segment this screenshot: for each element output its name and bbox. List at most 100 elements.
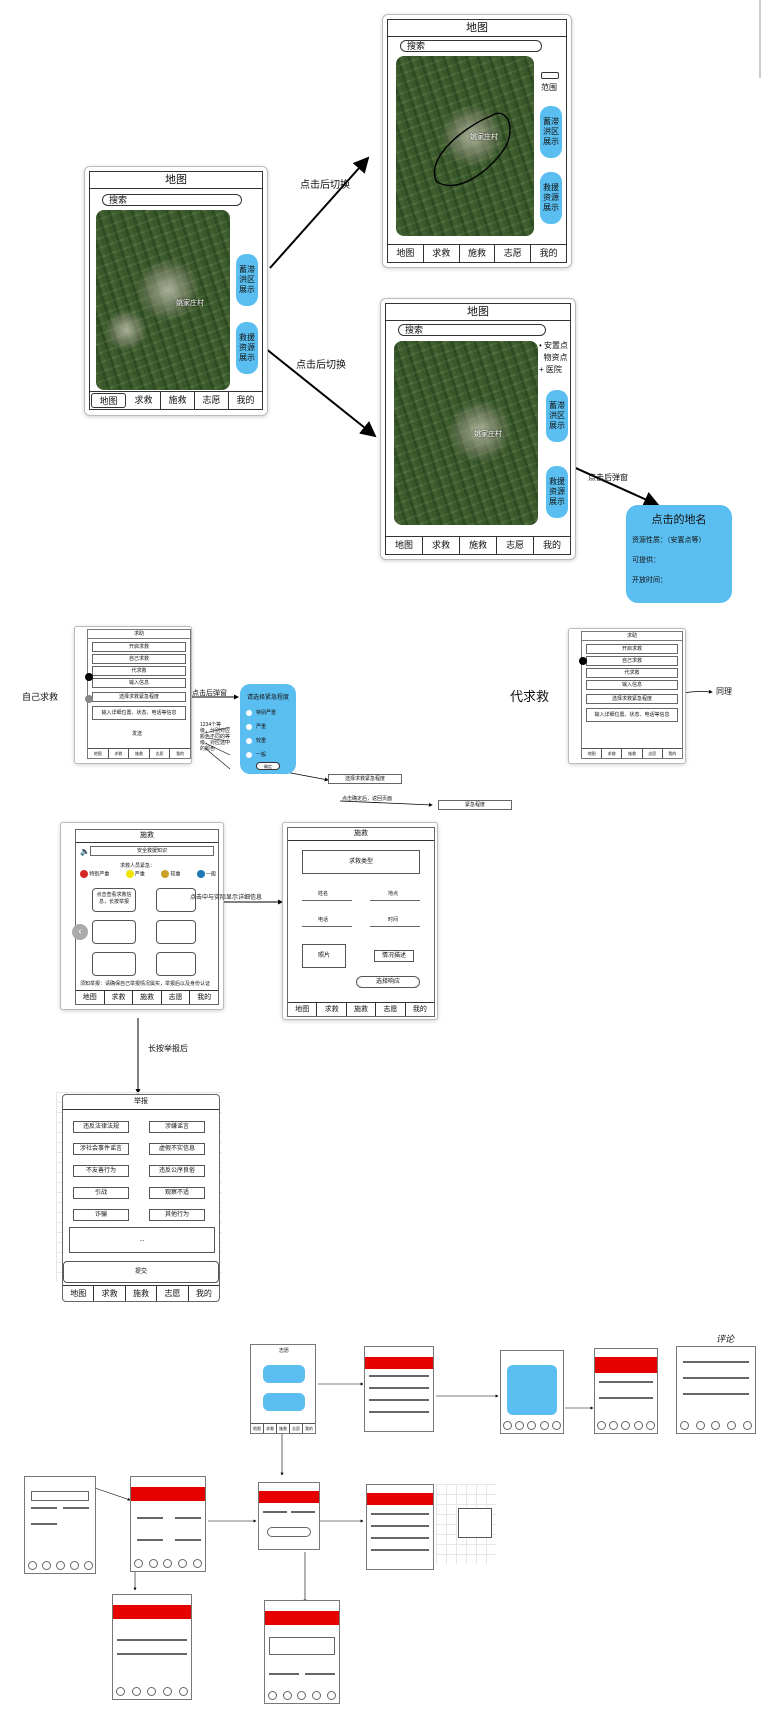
toggle-dot-icon[interactable] [85,673,93,681]
nav-volunteer[interactable]: 志愿 [162,991,191,1004]
safety-tip-bar[interactable]: 安全救援知识 [90,846,214,856]
sos-row-other[interactable]: 代求救 [92,666,186,676]
emergency-level-popup[interactable]: 请选择紧急程度 特别严重 严重 较重 一般 确定 [240,684,296,774]
report-option-flame-war[interactable]: 引战 [73,1187,129,1199]
submit-button[interactable]: 提交 [63,1261,219,1283]
nav-sos[interactable]: 求救 [424,245,460,262]
select-response-button[interactable]: 选择响应 [356,976,420,988]
report-option-unfriendly[interactable]: 不友善行为 [73,1165,129,1177]
nav-volunteer[interactable]: 志愿 [157,1286,189,1301]
sos-row-self[interactable]: 自己求救 [586,656,678,666]
toggle-dot-icon[interactable] [579,657,587,665]
level-option-3[interactable]: 较重 [246,734,276,748]
sos-row-open[interactable]: 开启求救 [586,644,678,654]
nav-volunteer[interactable]: 志愿 [376,1003,406,1016]
nav-volunteer[interactable]: 志愿 [497,537,534,554]
nav-profile[interactable]: 我的 [195,1289,212,1298]
level-option-2[interactable]: 严重 [246,720,276,734]
legend-hospital: + 医院 [539,365,562,374]
nav-map[interactable]: 地图 [288,1003,318,1016]
level-option-4[interactable]: 一般 [246,748,276,762]
report-option-public-order[interactable]: 违反公序良俗 [149,1165,205,1177]
nav-sos[interactable]: 求救 [423,537,460,554]
flood-area-button[interactable]: 蓄滞洪区展示 [236,254,258,306]
sos-card[interactable] [92,920,136,944]
nav-rescue[interactable]: 施救 [460,245,496,262]
report-option-rumor[interactable]: 涉嫌谣言 [149,1121,205,1133]
satellite-map[interactable]: 姚家庄村 [394,341,538,525]
situation-description[interactable]: 情况描述 [374,950,414,962]
nav-map[interactable]: 地图 [91,393,126,408]
place-popup-card[interactable]: 点击的地名 资源性质：（安置点等） 可提供： 开放时间： [626,505,732,603]
confirm-button[interactable]: 确定 [256,762,280,770]
nav-rescue[interactable]: 施救 [347,1003,377,1016]
level-option-1[interactable]: 特别严重 [246,706,276,720]
report-option-fraud[interactable]: 诈骗 [73,1209,129,1221]
search-input[interactable]: 搜索 [398,324,546,336]
sos-send-button[interactable]: 发送 [132,731,143,737]
range-toggle[interactable] [541,72,559,79]
nav-profile[interactable]: 我的 [539,248,558,258]
nav-map[interactable]: 地图 [76,991,105,1004]
bottom-nav: 地图求救施救志愿我的 [88,748,190,758]
nav-map[interactable]: 地图 [388,245,424,262]
nav-rescue[interactable]: 施救 [133,991,162,1004]
sos-emergency-select[interactable]: 选择求救紧急程度 [92,692,186,702]
nav-rescue[interactable]: 施救 [460,537,497,554]
nav-volunteer[interactable]: 志愿 [195,392,229,409]
report-comment-input[interactable]: ... [69,1227,215,1253]
rescue-resource-button[interactable]: 救援资源展示 [236,322,258,374]
nav-rescue[interactable]: 施救 [161,392,195,409]
sos-detail-input[interactable]: 输入详细位置、状态、电话等信息 [586,708,678,722]
photo-box[interactable]: 照片 [302,944,346,968]
nav-map[interactable]: 地图 [386,537,423,554]
sos-detail-input[interactable]: 输入详细位置、状态、电话等信息 [92,706,186,720]
report-option-law[interactable]: 违反法律法规 [73,1121,129,1133]
sos-card[interactable]: 点击查看求救信息，长按举报 [92,888,136,912]
nav-profile[interactable]: 我的 [412,1006,427,1013]
sos-card[interactable] [156,920,196,944]
toggle-dot-icon[interactable] [85,695,93,703]
report-option-false-info[interactable]: 虚假不实信息 [149,1143,205,1155]
volunteer-option-card[interactable] [263,1393,305,1411]
speaker-icon[interactable]: 🔈 [80,847,90,856]
flood-area-button[interactable]: 蓄滞洪区展示 [540,106,562,158]
rescue-resource-button[interactable]: 救援资源展示 [546,466,568,518]
nav-map[interactable]: 地图 [63,1286,95,1301]
nav-sos[interactable]: 求救 [105,991,134,1004]
nav-volunteer[interactable]: 志愿 [495,245,532,262]
sos-emergency-select[interactable]: 选择求救紧急程度 [586,694,678,704]
sos-row-info[interactable]: 输入信息 [92,678,186,688]
report-option-social-rumor[interactable]: 涉社会事件谣言 [73,1143,129,1155]
sos-card[interactable] [156,888,196,912]
caption-popup-after: 点击后弹窗 [192,690,227,697]
volunteer-option-card[interactable] [263,1365,305,1383]
caption-click-detail: 点击中与实际显示详细信息 [190,895,263,901]
search-input[interactable]: 搜索 [102,194,242,206]
nav-rescue[interactable]: 施救 [126,1286,158,1301]
nav-sos[interactable]: 求救 [94,1286,126,1301]
sos-row-open[interactable]: 开启求救 [92,642,186,652]
nav-profile[interactable]: 我的 [197,994,212,1001]
sos-card[interactable] [92,952,136,976]
sos-title: 求助 [88,630,190,639]
legend-moderate: 较重 [161,870,180,878]
search-input[interactable]: 搜索 [400,40,542,52]
satellite-map[interactable]: 姚家庄村 [396,56,534,236]
rescue-list-screen: 施救 🔈 安全救援知识 求救人员紧急： 特别严重 严重 较重 一般 点击查看求救… [72,829,219,1005]
sos-row-other[interactable]: 代求救 [586,668,678,678]
satellite-map[interactable]: 姚家庄村 [96,210,230,390]
sos-card[interactable] [156,952,196,976]
rescue-resource-button[interactable]: 救援资源展示 [540,172,562,224]
report-option-discomfort[interactable]: 观察不适 [149,1187,205,1199]
nav-profile[interactable]: 我的 [542,540,561,550]
nav-sos[interactable]: 求救 [127,392,161,409]
report-option-other[interactable]: 其他行为 [149,1209,205,1221]
nav-profile[interactable]: 我的 [236,395,255,405]
flood-area-button[interactable]: 蓄滞洪区展示 [546,390,568,442]
sos-row-self[interactable]: 自己求救 [92,654,186,664]
map-screen-main: 地图 搜索 姚家庄村 蓄滞洪区展示 救援资源展示 地图 求救 施救 志愿 我的 [89,171,263,410]
scroll-left-button[interactable]: ‹ [72,924,88,940]
nav-sos[interactable]: 求救 [317,1003,347,1016]
sos-row-info[interactable]: 输入信息 [586,680,678,690]
